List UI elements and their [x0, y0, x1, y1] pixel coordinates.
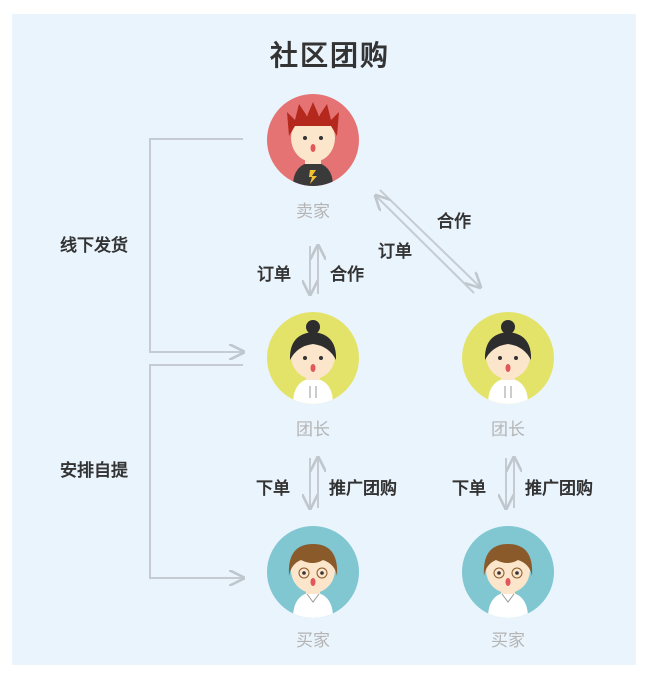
leader-left-label: 团长 [296, 420, 330, 440]
shipping-flow-label: 线下发货 [60, 236, 128, 256]
buyer-left-label: 买家 [296, 631, 330, 651]
seller-leader-left-arrows [310, 246, 318, 294]
promote-groupbuy-edge-label: 推广团购 [525, 479, 593, 499]
order-edge-label: 订单 [257, 265, 291, 285]
place-order-edge-label: 下单 [256, 479, 290, 499]
leader-buyer-left-arrows [310, 458, 318, 508]
seller-avatar-icon [267, 94, 359, 186]
leader-avatar-icon [267, 312, 359, 404]
buyer-right-label: 买家 [491, 631, 525, 651]
promote-groupbuy-edge-label: 推广团购 [329, 479, 397, 499]
cooperation-edge-label: 合作 [437, 212, 471, 232]
seller-label: 卖家 [296, 202, 330, 222]
shipping-bracket [149, 138, 243, 352]
buyer-avatar-icon [462, 526, 554, 618]
seller-leader-right-arrows [376, 189, 480, 294]
buyer-avatar-icon [267, 526, 359, 618]
pickup-flow-label: 安排自提 [60, 461, 128, 481]
place-order-edge-label: 下单 [452, 479, 486, 499]
order-edge-label: 订单 [378, 242, 412, 262]
pickup-bracket [149, 364, 243, 578]
leader-right-label: 团长 [491, 420, 525, 440]
leader-avatar-icon [462, 312, 554, 404]
cooperation-edge-label: 合作 [330, 265, 364, 285]
leader-buyer-right-arrows [506, 458, 514, 508]
page-title: 社区团购 [269, 39, 390, 72]
